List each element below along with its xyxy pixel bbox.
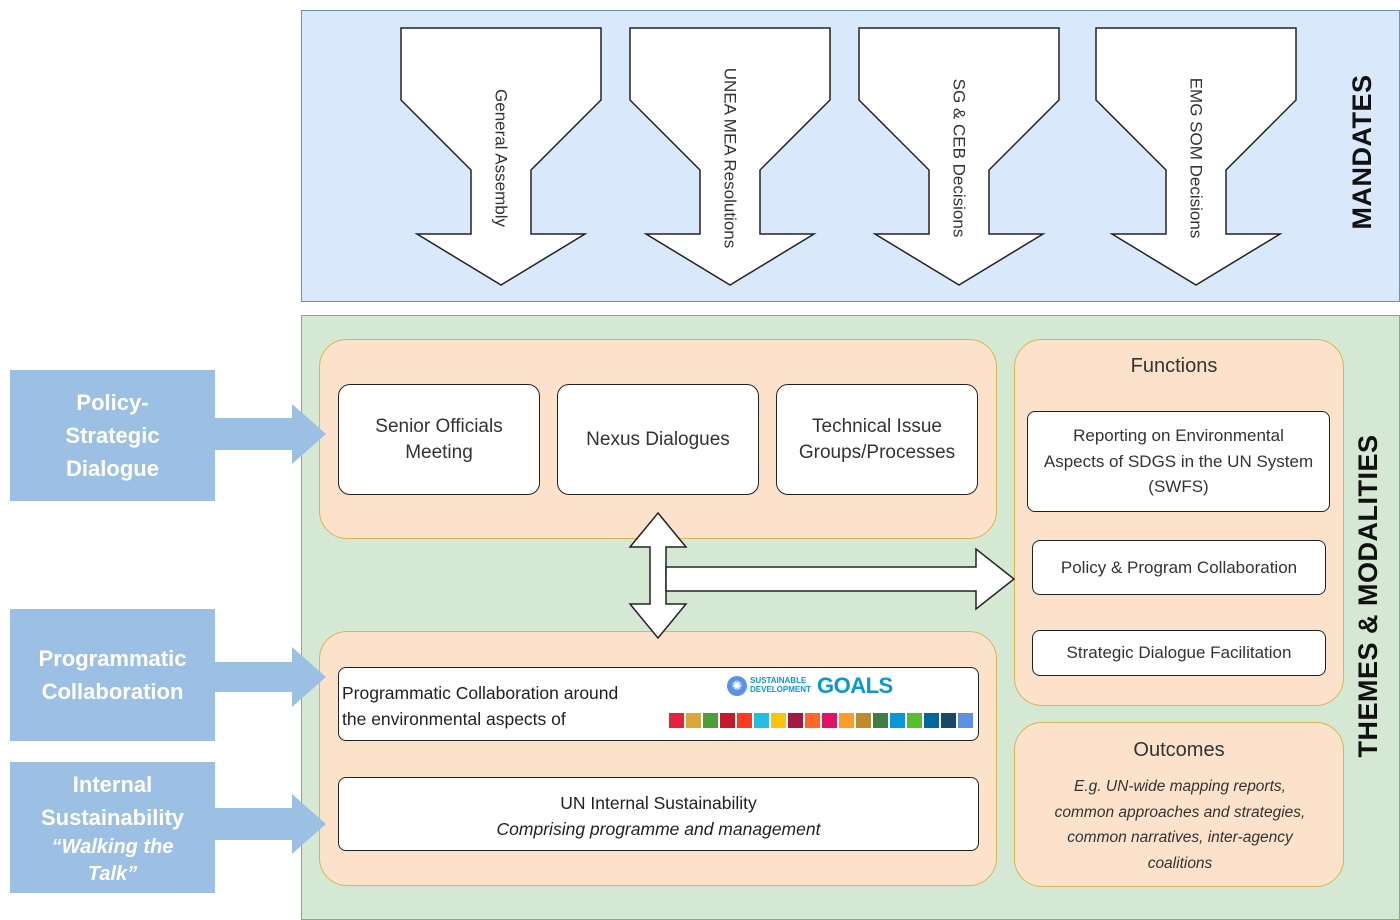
- outcomes-text: E.g. UN-wide mapping reports, common app…: [1054, 778, 1306, 872]
- functions-heading: Functions: [1130, 355, 1218, 377]
- internal-sustainability-box: UN Internal Sustainability Comprising pr…: [338, 777, 979, 851]
- function-reporting-box: Reporting on Environmental Aspects of SD…: [1027, 411, 1330, 512]
- mandate-arrow-general-assembly: General Assembly: [400, 27, 602, 286]
- right-arrow-to-functions: [665, 547, 1016, 611]
- internal-side-arrow: [215, 794, 326, 854]
- mandate-arrow-unea: UNEA MEA Resolutions: [629, 27, 831, 286]
- internal-sustainability-label: Internal Sustainability “Walking the Tal…: [10, 762, 215, 893]
- programmatic-collaboration-label: Programmatic Collaboration: [10, 609, 215, 741]
- sdg-goal-tiles: [669, 713, 973, 728]
- function-policy-program-label: Policy & Program Collaboration: [1060, 557, 1298, 577]
- programmatic-line-2: the environmental aspects of: [342, 709, 566, 730]
- sdg-logo-text-1: SUSTAINABLE: [750, 676, 807, 685]
- arrow-label-emg-som: EMG SOM Decisions: [1187, 78, 1206, 239]
- mandate-arrow-emg-som: EMG SOM Decisions: [1095, 27, 1297, 286]
- nexus-dialogues-label: Nexus Dialogues: [586, 428, 730, 450]
- programmatic-collaboration-box: Programmatic Collaboration around the en…: [338, 667, 979, 741]
- mandate-arrows: General Assembly UNEA MEA Resolutions SG…: [400, 27, 1297, 286]
- senior-officials-meeting-box: Senior Officials Meeting: [338, 384, 540, 495]
- nexus-dialogues-box: Nexus Dialogues: [557, 384, 759, 495]
- arrow-label-general-assembly: General Assembly: [492, 89, 511, 227]
- technical-issue-groups-label: Technical Issue Groups/Processes: [798, 415, 956, 463]
- policy-strategic-dialogue-label: Policy-Strategic Dialogue: [10, 370, 215, 501]
- arrow-label-unea: UNEA MEA Resolutions: [721, 68, 740, 248]
- programmatic-side-arrow: [215, 647, 326, 707]
- sdg-logo-text-2: DEVELOPMENT: [750, 685, 811, 694]
- technical-issue-groups-box: Technical Issue Groups/Processes: [776, 384, 978, 495]
- function-strategic-dialogue-label: Strategic Dialogue Facilitation: [1066, 643, 1292, 663]
- policy-side-arrow: [215, 404, 326, 464]
- sdg-logo: ✺ SUSTAINABLE DEVELOPMENT GOALS: [727, 673, 917, 700]
- un-emblem-icon: ✺: [727, 676, 747, 696]
- function-reporting-label: Reporting on Environmental Aspects of SD…: [1043, 426, 1314, 497]
- sdg-logo-goals: GOALS: [817, 673, 893, 698]
- internal-sustainability-title: UN Internal Sustainability: [560, 793, 757, 813]
- outcomes-heading: Outcomes: [1133, 739, 1225, 761]
- internal-sustainability-subtitle: Comprising programme and management: [496, 819, 821, 840]
- function-policy-program-box: Policy & Program Collaboration: [1032, 540, 1326, 595]
- programmatic-line-1: Programmatic Collaboration around: [342, 683, 619, 703]
- senior-officials-meeting-label: Senior Officials Meeting: [375, 415, 503, 463]
- mandate-arrow-sg-ceb: SG & CEB Decisions: [858, 27, 1060, 286]
- double-headed-vertical-arrow: [628, 511, 688, 640]
- outcomes-container: [1014, 722, 1344, 887]
- arrow-label-sg-ceb: SG & CEB Decisions: [950, 79, 969, 238]
- function-strategic-dialogue-box: Strategic Dialogue Facilitation: [1032, 630, 1326, 676]
